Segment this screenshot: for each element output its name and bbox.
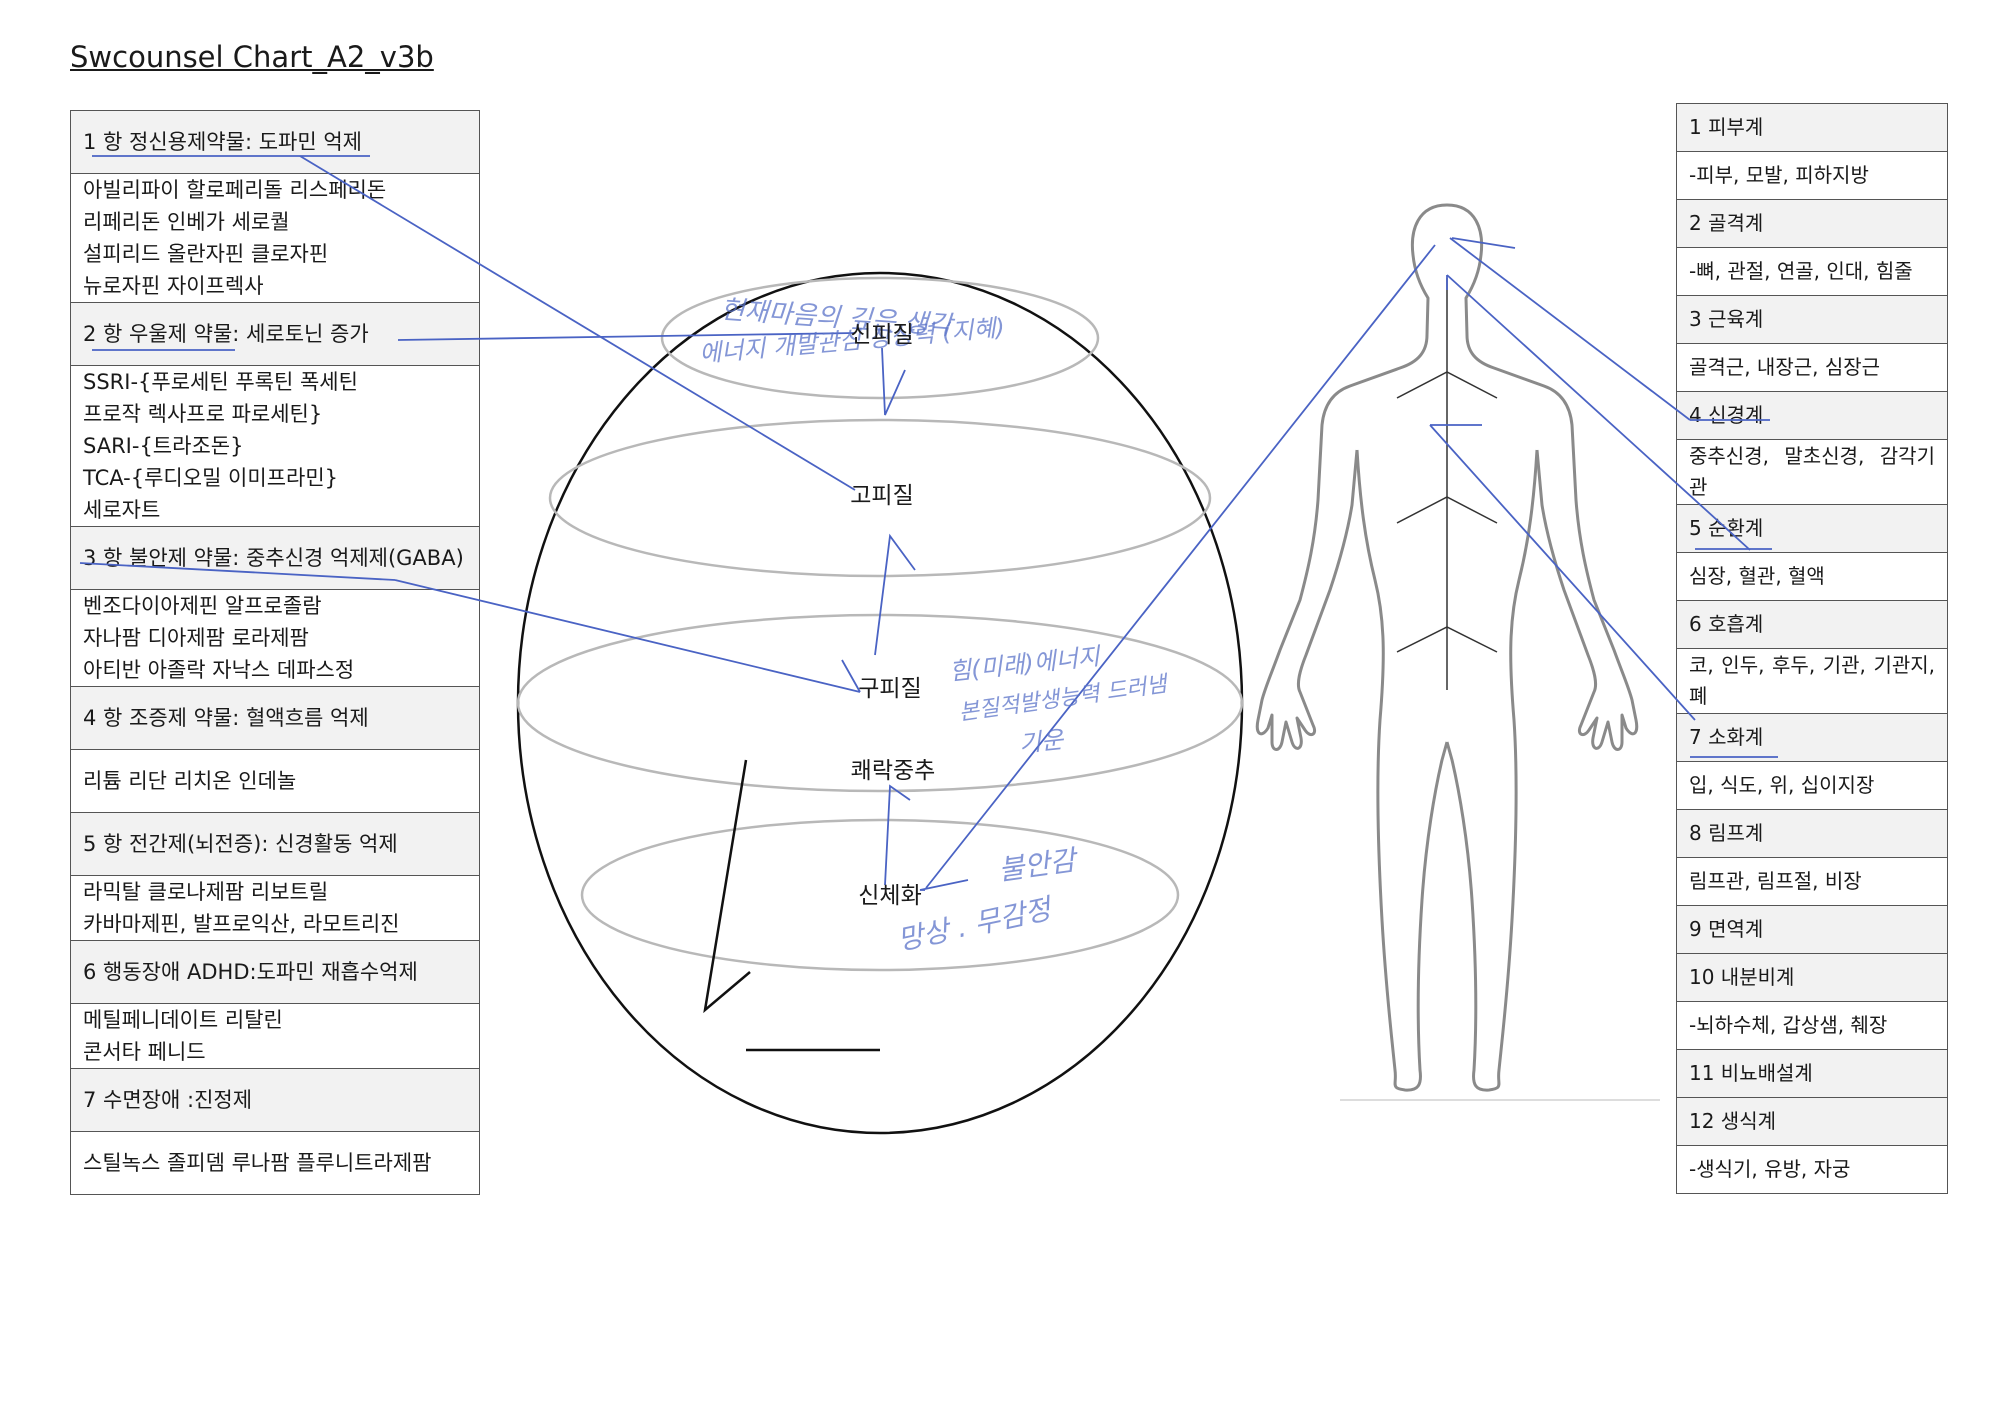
brain-sphere-outline: [518, 273, 1242, 1133]
layer-label-neocortex: 신피질: [850, 315, 913, 349]
pen-stroke-black: [705, 760, 750, 1010]
layer-label-somatization: 신체화: [858, 876, 921, 910]
layer-label-paleocortex: 고피질: [850, 476, 913, 510]
layer-label-pleasure-center: 쾌락중추: [851, 751, 936, 785]
handwriting-note-b1: 힘(미래)에너지: [948, 642, 1103, 686]
layer-label-archicortex: 구피질: [858, 669, 921, 703]
handwriting-note-c1: 불안감: [996, 843, 1081, 887]
handwriting-note-b3: 기운: [1018, 725, 1067, 758]
